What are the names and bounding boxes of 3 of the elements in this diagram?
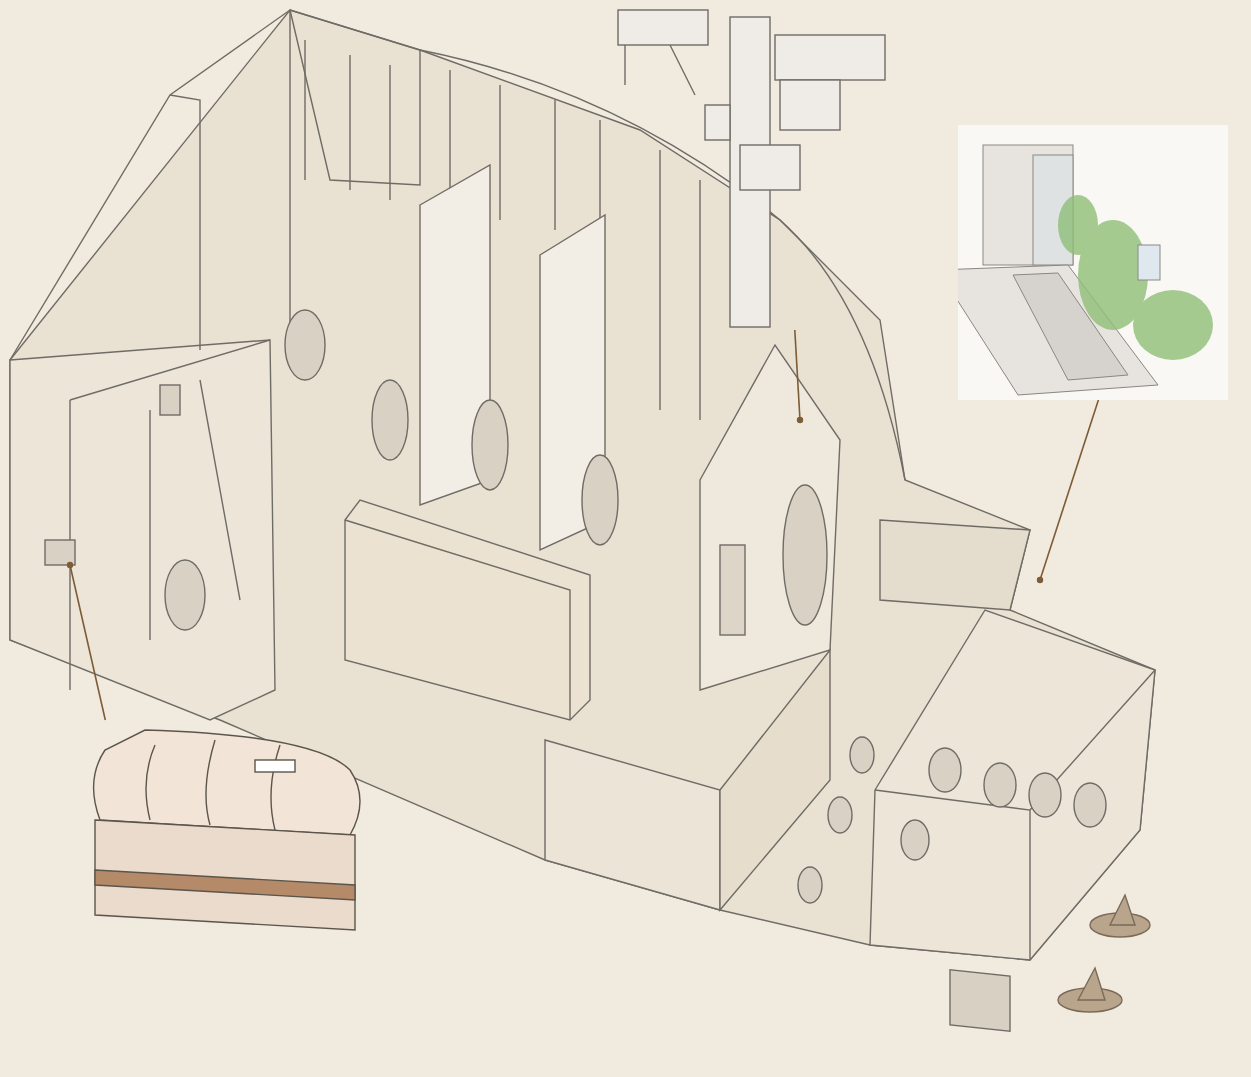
leader-line (1036, 399, 1100, 584)
leader-line (66, 561, 107, 721)
leader-line (794, 329, 804, 424)
